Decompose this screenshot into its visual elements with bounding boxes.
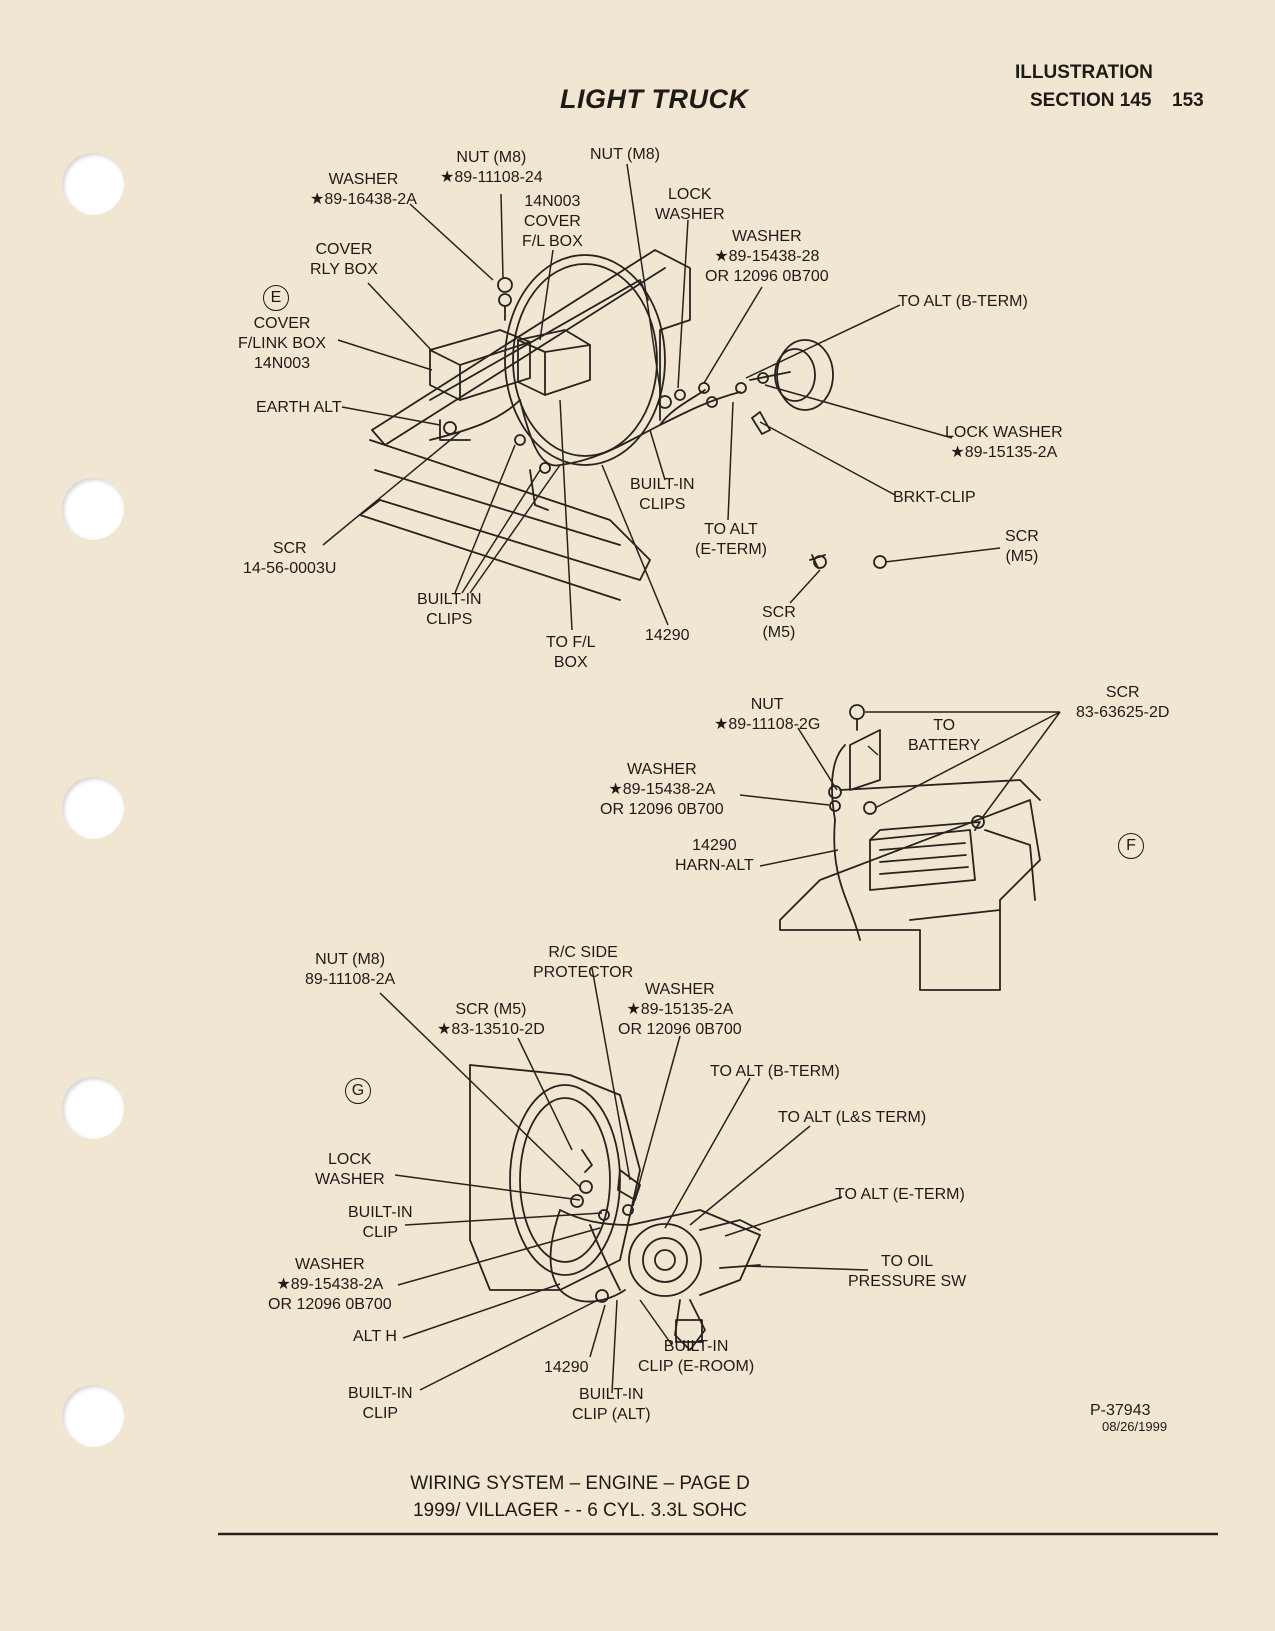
- label-e-scr-m5-bottom: SCR (M5): [762, 604, 796, 641]
- label-g-scr-m5: SCR (M5) ★83-13510-2D: [437, 1001, 545, 1038]
- label-g-to-alt-e-term: TO ALT (E-TERM): [835, 1186, 965, 1203]
- label-e-to-fl-box: TO F/L BOX: [546, 634, 596, 671]
- label-e-nut-m8-2: NUT (M8): [590, 146, 660, 163]
- label-e-washer-right: WASHER ★89-15438-28 OR 12096 0B700: [705, 228, 829, 285]
- label-g-built-in-clip-1: BUILT-IN CLIP: [348, 1204, 413, 1241]
- view-g-marker: G: [345, 1078, 371, 1104]
- label-g-built-in-clip-2: BUILT-IN CLIP: [348, 1385, 413, 1422]
- label-e-brkt-clip: BRKT-CLIP: [893, 489, 976, 506]
- label-f-harn-alt: 14290 HARN-ALT: [675, 837, 754, 874]
- label-e-harness: 14290: [645, 627, 690, 644]
- label-e-cover-flink-box: COVER F/LINK BOX 14N003: [238, 315, 327, 372]
- binder-hole: [62, 153, 124, 215]
- label-f-washer: WASHER ★89-15438-2A OR 12096 0B700: [600, 761, 724, 818]
- reference-date: 08/26/1999: [1102, 1419, 1168, 1434]
- binder-hole: [62, 1385, 124, 1447]
- label-e-earth-alt: EARTH ALT: [256, 399, 342, 416]
- view-e-drawing: [359, 249, 887, 601]
- page-number: 153: [1172, 90, 1204, 111]
- view-e-marker: E: [263, 285, 289, 311]
- binder-hole: [62, 478, 124, 540]
- label-e-washer: WASHER ★89-16438-2A: [310, 171, 417, 208]
- label-g-to-alt-ls-term: TO ALT (L&S TERM): [778, 1109, 927, 1126]
- label-e-scr-left: SCR 14-56-0003U: [243, 540, 337, 577]
- binder-hole: [62, 777, 124, 839]
- label-g-washer-top: WASHER ★89-15135-2A OR 12096 0B700: [618, 981, 742, 1038]
- label-g-harness: 14290: [544, 1359, 589, 1376]
- label-g-alt-h: ALT H: [353, 1328, 397, 1345]
- view-f-drawing: [779, 704, 1041, 991]
- label-e-built-in-clips-mid: BUILT-IN CLIPS: [630, 476, 695, 513]
- view-f-marker: F: [1118, 833, 1144, 859]
- illustration-heading: ILLUSTRATION: [1015, 62, 1153, 83]
- label-g-built-in-clip-alt: BUILT-IN CLIP (ALT): [572, 1386, 651, 1423]
- label-g-to-alt-b-term: TO ALT (B-TERM): [710, 1063, 840, 1080]
- label-e-to-alt-e-term: TO ALT (E-TERM): [695, 521, 767, 558]
- view-g-drawing: [469, 1064, 761, 1351]
- label-g-built-in-clip-e-room: BUILT-IN CLIP (E-ROOM): [638, 1338, 755, 1375]
- footer-line-2: 1999/ VILLAGER - - 6 CYL. 3.3L SOHC: [412, 1500, 748, 1521]
- label-e-nut-m8-1: NUT (M8) ★89-11108-24: [440, 149, 543, 186]
- label-e-built-in-clips-bottom: BUILT-IN CLIPS: [417, 591, 482, 628]
- binder-hole: [62, 1077, 124, 1139]
- label-g-rc-side-protector: R/C SIDE PROTECTOR: [533, 944, 634, 981]
- label-g-nut-m8: NUT (M8) 89-11108-2A: [305, 951, 396, 988]
- reference-code: P-37943: [1090, 1402, 1151, 1419]
- page-title: LIGHT TRUCK: [560, 84, 749, 114]
- label-g-to-oil-pressure-sw: TO OIL PRESSURE SW: [848, 1253, 967, 1290]
- label-f-to-battery: TO BATTERY: [908, 717, 981, 754]
- label-g-lock-washer: LOCK WASHER: [315, 1151, 385, 1188]
- label-e-lock-washer-right: LOCK WASHER ★89-15135-2A: [945, 424, 1063, 461]
- label-e-lock-washer-top: LOCK WASHER: [655, 186, 725, 223]
- label-e-to-alt-b-term: TO ALT (B-TERM): [898, 293, 1028, 310]
- label-g-washer-left: WASHER ★89-15438-2A OR 12096 0B700: [268, 1256, 392, 1313]
- label-e-cover-rly-box: COVER RLY BOX: [310, 241, 378, 278]
- footer-line-1: WIRING SYSTEM – ENGINE – PAGE D: [410, 1473, 750, 1494]
- label-f-nut: NUT ★89-11108-2G: [714, 696, 821, 733]
- label-f-scr: SCR 83-63625-2D: [1076, 684, 1170, 721]
- section-heading: SECTION 145: [1030, 90, 1152, 111]
- label-e-scr-m5-right: SCR (M5): [1005, 528, 1039, 565]
- label-e-cover-fl-box: 14N003 COVER F/L BOX: [522, 193, 583, 250]
